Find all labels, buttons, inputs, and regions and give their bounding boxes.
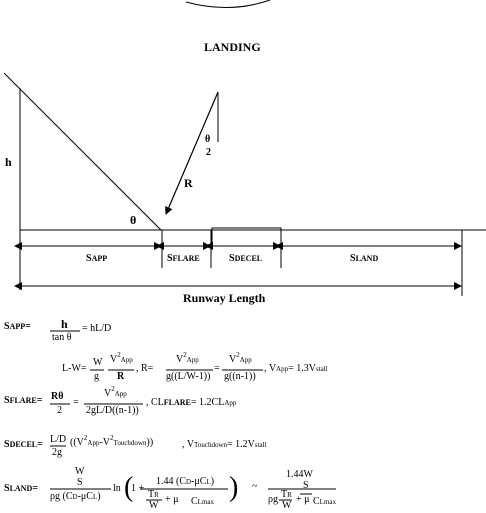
eq-sapp-num: h xyxy=(61,317,68,331)
label-h: h xyxy=(5,155,12,169)
label-s-app: SAPP xyxy=(86,253,108,264)
eq-sapp-den: tan θ xyxy=(52,332,72,343)
label-theta-half-den: 2 xyxy=(206,147,211,158)
eq-lw-r-den2: g((n-1)) xyxy=(224,371,256,382)
eq-sflare-num: Rθ xyxy=(51,391,64,402)
eq-sapp-lhs: SAPP= xyxy=(4,321,31,332)
eq-lw-v2: V2App xyxy=(176,351,199,365)
eq-lw-v: V2App xyxy=(110,351,133,365)
eq-sland-r-w2: W xyxy=(282,500,292,511)
label-theta: θ xyxy=(130,213,137,227)
eq-sland-den: ρg (CD-μCL) xyxy=(50,491,101,502)
top-arc xyxy=(185,0,271,8)
eq-sapp-rhs: = hL/D xyxy=(82,323,112,334)
eq-lw-v3: V2App xyxy=(229,351,252,365)
eq-lw-g: g xyxy=(94,371,99,382)
eq-lw-r-eq: , R= xyxy=(136,363,154,374)
eq-lw-lhs: L-W= xyxy=(62,363,87,374)
eq-sland-lparen: ( xyxy=(124,472,134,503)
radius-arrow xyxy=(165,91,219,215)
eq-sflare-v: V2App xyxy=(104,385,127,399)
eq-sland-tr: TR xyxy=(148,489,159,500)
eq-lw-r-den1: g((L/W-1)) xyxy=(166,371,211,382)
runway-length-label: Runway Length xyxy=(183,291,266,305)
decel-bracket xyxy=(211,227,282,245)
eq-sland-w2: W xyxy=(149,500,159,511)
label-s-flare: SFLARE xyxy=(167,253,200,264)
eq-sland-r-tr: TR xyxy=(281,489,292,500)
eq-sflare-den: 2 xyxy=(57,405,62,416)
eq-sland-plus-mu: + μ xyxy=(165,494,179,505)
eq-sland-144: 1.44 (CD-μCL) xyxy=(156,476,215,487)
eq-sflare-cl: , CLFLARE= 1.2CLApp xyxy=(146,397,237,408)
eq-lw-w: W xyxy=(93,357,103,368)
eq-sland-w: W xyxy=(75,466,85,477)
eq-sdecel-num: L/D xyxy=(50,434,67,445)
eq-sland-lhs: SLAND= xyxy=(4,483,38,494)
eq-sland-r-den: ρg xyxy=(268,494,278,505)
eq-sland-r-144: 1.44W xyxy=(286,469,313,480)
label-s-land: SLAND xyxy=(350,253,379,264)
eq-sland-r-clmax: CLmax xyxy=(313,496,336,507)
label-theta-half-num: θ xyxy=(205,134,211,145)
label-s-decel: SDECEL xyxy=(229,253,263,264)
eq-sdecel-vtd: , VTouchdown= 1.2Vstall xyxy=(182,439,267,450)
eq-sland-one: 1 + xyxy=(131,483,145,494)
eq-sland-rparen: ) xyxy=(229,472,239,503)
eq-lw-vapp: , VApp= 1.3Vstall xyxy=(264,363,328,374)
eq-sdecel-den: 2g xyxy=(52,447,62,458)
eq-sflare-eq2: = xyxy=(73,397,79,408)
page-title: LANDING xyxy=(204,40,261,54)
eq-lw-eq2: = xyxy=(214,363,220,374)
eq-sland-r-plus-mu: + μ xyxy=(296,494,310,505)
eq-sdecel-v: ((V2App-V2Touchdown)) xyxy=(70,434,154,448)
eq-sland-r-s: S xyxy=(303,480,309,491)
eq-sflare-lhs: SFLARE= xyxy=(4,395,43,406)
eq-sland-clmax: CLmax xyxy=(191,496,214,507)
eq-sflare-den2: 2gL/D((n-1)) xyxy=(86,405,139,416)
eq-sland-ln: ln xyxy=(113,483,121,494)
label-r: R xyxy=(184,176,193,190)
eq-sdecel-lhs: SDECEL= xyxy=(4,439,43,450)
eq-lw-r: R xyxy=(117,371,125,382)
approach-path-line xyxy=(3,72,162,231)
eq-sland-approx: ~ xyxy=(252,481,258,492)
eq-sland-s: S xyxy=(77,477,83,488)
